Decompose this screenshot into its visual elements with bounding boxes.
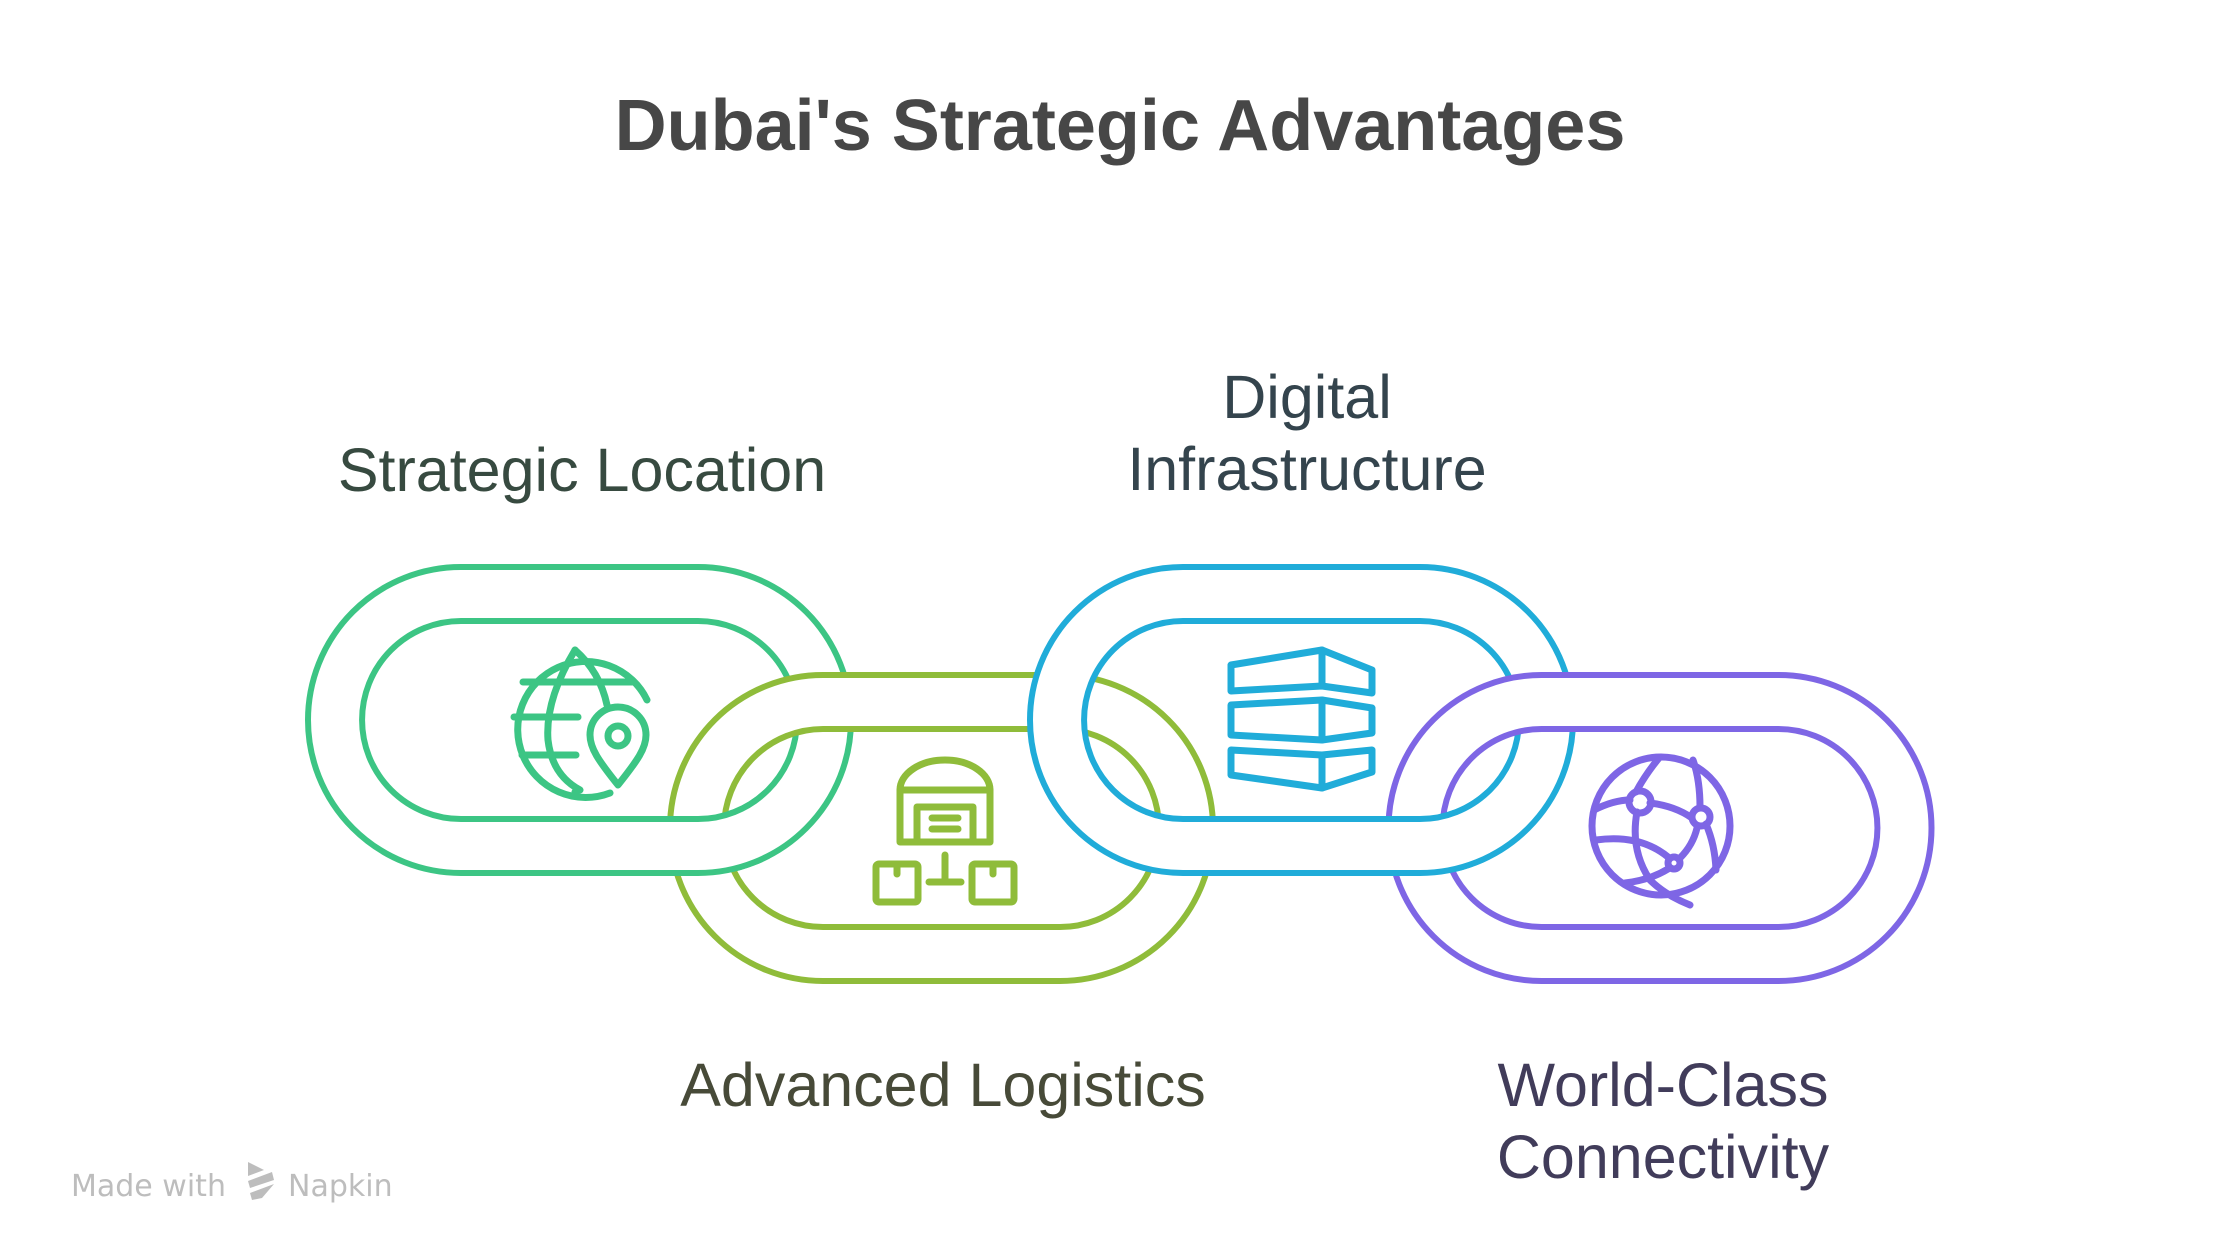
label-digital-infrastructure-line2: Infrastructure <box>1127 435 1486 503</box>
footer-made-with: Made with <box>71 1169 226 1204</box>
server-stack-icon <box>1227 646 1376 792</box>
napkin-logo-icon <box>248 1162 274 1200</box>
label-strategic-location: Strategic Location <box>338 436 826 504</box>
globe-location-pin-icon <box>510 646 651 801</box>
footer-watermark: Made with Napkin <box>71 1162 393 1204</box>
footer-brand: Napkin <box>288 1169 393 1204</box>
label-advanced-logistics: Advanced Logistics <box>680 1051 1206 1119</box>
network-globe-icon <box>1588 753 1734 909</box>
warehouse-distribution-icon <box>872 756 1018 906</box>
label-world-class-connectivity-line1: World-Class <box>1497 1051 1828 1119</box>
label-world-class-connectivity-line2: Connectivity <box>1497 1123 1830 1191</box>
chain-link-world-class-connectivity <box>1385 672 1935 984</box>
chain-link-strategic-location-overlap <box>640 790 770 876</box>
chain-link-advanced-logistics <box>667 672 1216 984</box>
label-digital-infrastructure-line1: Digital <box>1222 363 1392 431</box>
chain-link-digital-infrastructure-overlap <box>1360 790 1490 876</box>
page-title: Dubai's Strategic Advantages <box>615 86 1626 166</box>
